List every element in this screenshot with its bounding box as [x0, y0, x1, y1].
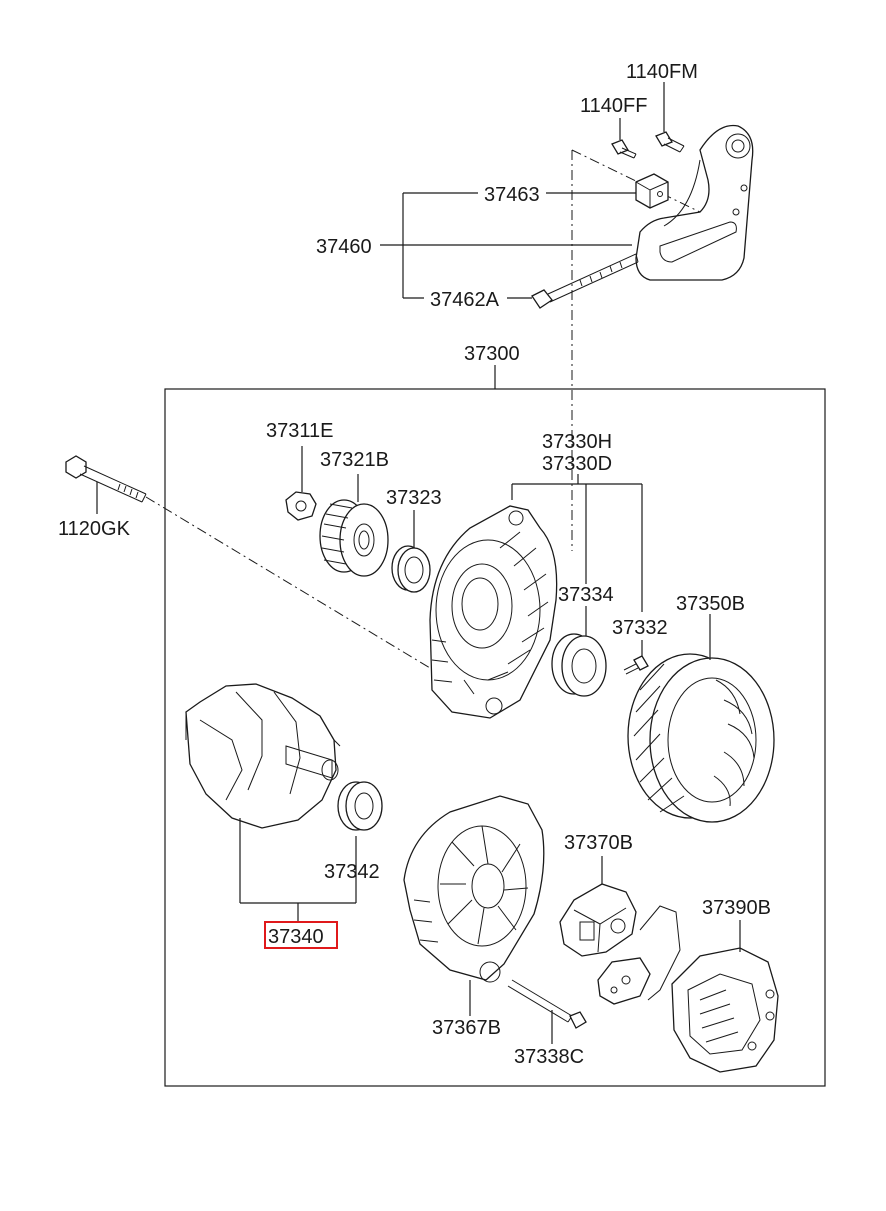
bolt-37338C	[507, 979, 587, 1029]
label-37390B: 37390B	[702, 897, 771, 919]
label-37330D: 37330D	[542, 453, 612, 475]
label-1120GK: 1120GK	[58, 518, 131, 540]
label-37370B: 37370B	[564, 832, 633, 854]
label-37340: 37340	[268, 926, 324, 948]
front-housing-37330	[429, 505, 558, 719]
nut-37311E	[285, 491, 317, 521]
label-37462A: 37462A	[430, 289, 500, 311]
highlight-37340-box	[264, 921, 338, 949]
label-37300: 37300	[464, 343, 520, 365]
label-37323: 37323	[386, 487, 442, 509]
label-1140FM: 1140FM	[626, 61, 698, 83]
screw-37332	[623, 655, 649, 675]
stator-37350B	[627, 653, 775, 823]
nut-block-37463	[635, 173, 669, 209]
pulley-37321B	[319, 499, 389, 577]
bolt-1140FM	[655, 131, 685, 153]
label-37321B: 37321B	[320, 449, 389, 471]
bearing-37334	[551, 633, 607, 697]
label-37330H: 37330H	[542, 431, 612, 453]
bracket-37460	[635, 124, 754, 281]
through-bolt-1120GK	[65, 455, 147, 503]
label-37338C: 37338C	[514, 1046, 584, 1068]
label-37350B: 37350B	[676, 593, 745, 615]
label-37332: 37332	[612, 617, 668, 639]
rear-housing-37367B	[403, 795, 545, 983]
regulator-37370B	[559, 883, 681, 1005]
label-37460: 37460	[316, 236, 372, 258]
label-37463: 37463	[484, 184, 540, 206]
label-37311E: 37311E	[266, 420, 333, 442]
label-1140FF: 1140FF	[580, 95, 647, 117]
label-37342: 37342	[324, 861, 380, 883]
rear-cover-37390B	[671, 947, 779, 1073]
long-bolt-37462A	[531, 253, 639, 309]
bolt-1140FF	[611, 139, 637, 159]
through-bolt-axis-line	[145, 496, 431, 669]
bearing-37342	[337, 781, 383, 831]
label-37367B: 37367B	[432, 1017, 501, 1039]
spacer-37323	[391, 545, 431, 593]
rotor-37340	[185, 683, 341, 829]
label-37334: 37334	[558, 584, 614, 606]
